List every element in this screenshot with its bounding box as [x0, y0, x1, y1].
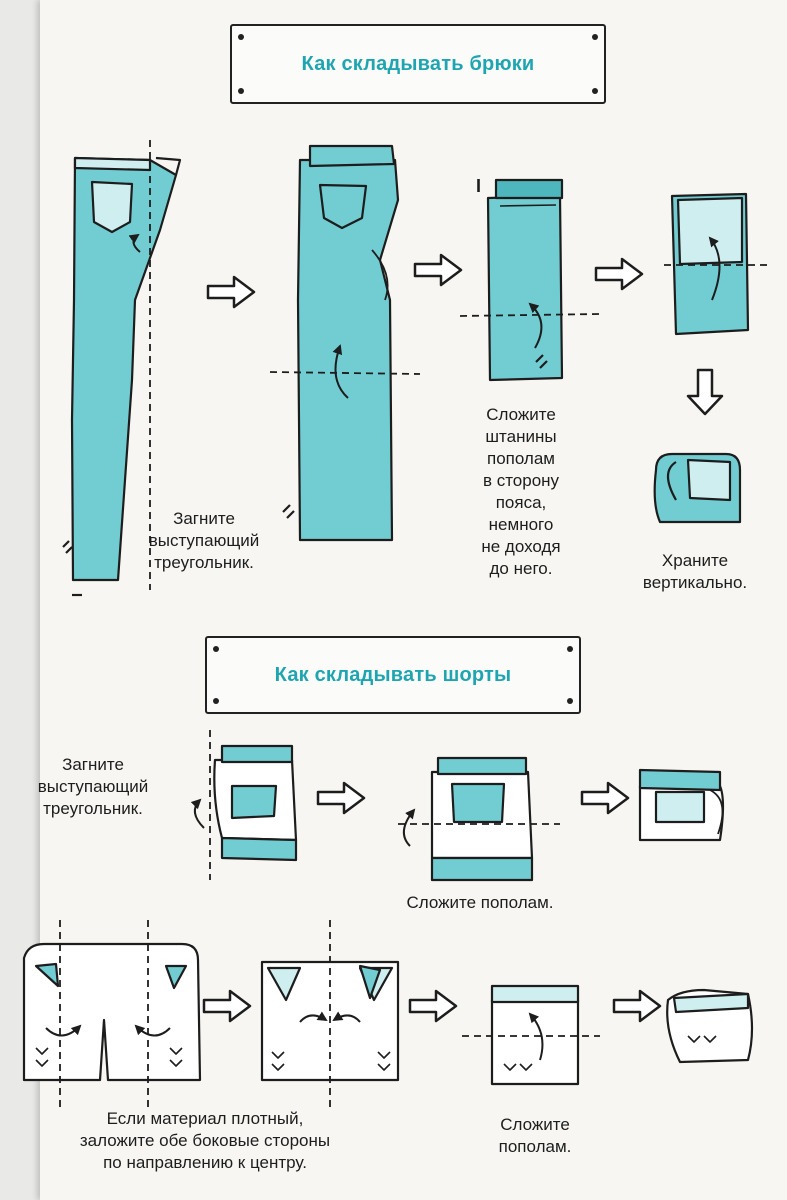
banner-rivet [592, 88, 598, 94]
shorts-step2-figure [398, 756, 560, 882]
step-arrow-right [413, 253, 463, 287]
shorts-thick-step2-figure [260, 920, 400, 1110]
shorts-step1-caption: Загните выступающий треугольник. [37, 755, 149, 818]
banner-rivet [592, 34, 598, 40]
shorts-step3-figure [638, 768, 725, 842]
step-arrow-right [316, 781, 366, 815]
banner-rivet [213, 698, 219, 704]
shorts-step2-caption: Сложите пополам. [406, 893, 554, 912]
step-arrow-right [206, 275, 256, 309]
banner-rivet [238, 88, 244, 94]
banner-rivet [567, 646, 573, 652]
pants-step3-caption: Храните вертикально. [642, 551, 748, 592]
step-arrow-right [202, 989, 252, 1023]
pants-section-title: Как складывать брюки [301, 52, 535, 75]
pants-marker-label: I [476, 176, 481, 196]
step-arrow-right [580, 781, 630, 815]
shorts-title-banner: Как складывать шорты [205, 636, 581, 714]
pants-title-banner: Как складывать брюки [230, 24, 606, 104]
down-arrow [686, 368, 724, 416]
pants-step1-figure [62, 140, 182, 597]
shorts-thick-step3-figure [462, 984, 600, 1086]
pants-step4-figure [664, 192, 772, 336]
shorts-thick-fold-caption: Сложите пополам. [498, 1115, 572, 1156]
banner-rivet [238, 34, 244, 40]
pants-step2-figure [269, 144, 421, 542]
banner-rivet [567, 698, 573, 704]
pants-step2-caption: Сложите штанины пополам в сторону пояса,… [481, 405, 561, 578]
pants-step1-caption: Загните выступающий треугольник. [148, 509, 260, 572]
shorts-step1-figure [190, 730, 298, 880]
banner-rivet [213, 646, 219, 652]
shorts-section-title: Как складывать шорты [274, 663, 512, 686]
step-arrow-right [594, 257, 644, 291]
step-arrow-right [408, 989, 458, 1023]
step-arrow-right [612, 989, 662, 1023]
shorts-thick-step1-figure [22, 920, 202, 1110]
pants-stored-figure [653, 452, 742, 524]
pants-step3-figure: I [459, 176, 601, 382]
shorts-thick-step4-figure [666, 988, 754, 1064]
shorts-thick-caption: Если материал плотный, заложите обе боко… [79, 1109, 331, 1172]
